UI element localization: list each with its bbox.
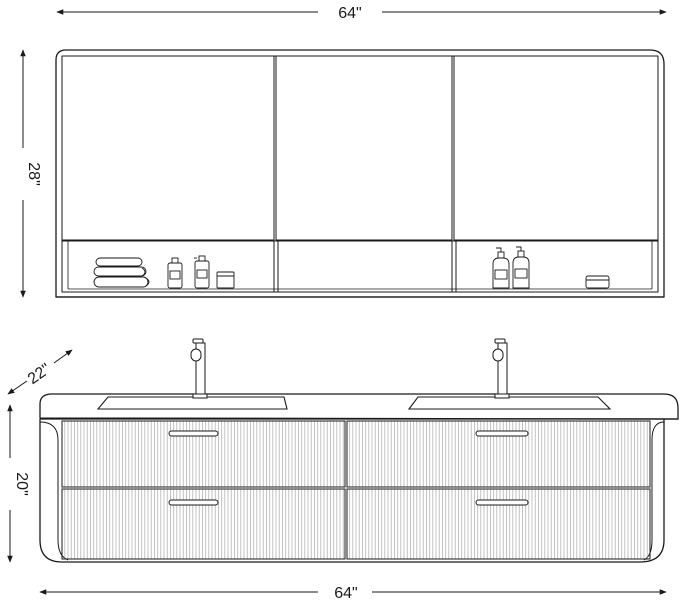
mirror-door-center	[275, 55, 453, 241]
vanity-depth-label: 22"	[25, 361, 54, 388]
folded-towels-illustration	[93, 257, 150, 288]
mirror-door-left	[61, 55, 275, 241]
sink-right	[407, 396, 612, 410]
faucet-left	[190, 338, 208, 399]
cabinet-height-dimension: 28"	[20, 49, 42, 298]
vanity-height-label: 20"	[13, 472, 30, 495]
cabinet-height-label: 28"	[25, 162, 42, 185]
double-sink-vanity	[39, 338, 679, 563]
bottom-width-dimension: 64"	[39, 585, 667, 602]
vanity-depth-dimension: 22"	[7, 349, 73, 395]
mirror-cabinet	[55, 49, 665, 298]
vanity-height-dimension: 20"	[7, 404, 30, 563]
top-width-label: 64"	[338, 5, 361, 22]
top-width-dimension: 64"	[56, 5, 667, 22]
pump-bottles-right-illustration	[492, 246, 610, 289]
toiletry-bottles-left-illustration	[167, 255, 235, 289]
drawer-handles	[168, 430, 529, 506]
mirror-door-right	[453, 55, 659, 241]
bottom-width-label: 64"	[334, 585, 357, 602]
sink-left	[96, 396, 288, 410]
faucet-right	[492, 338, 510, 399]
